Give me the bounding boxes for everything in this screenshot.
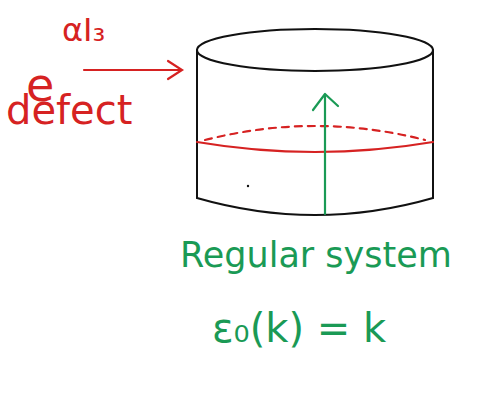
system-label: Regular system bbox=[180, 238, 452, 273]
defect-pointer bbox=[84, 69, 180, 71]
cylinder-top bbox=[197, 29, 433, 71]
exponent: αI₃ bbox=[62, 14, 105, 46]
cylinder-bottom bbox=[197, 198, 433, 215]
arrow-head bbox=[168, 61, 182, 79]
defect-ring-back bbox=[205, 126, 425, 140]
cylinder-side bbox=[432, 50, 434, 198]
defect-label: defect bbox=[6, 90, 132, 130]
energy-formula: ε₀(k) = k bbox=[212, 308, 386, 348]
time-arrow bbox=[324, 96, 326, 214]
cylinder-side bbox=[196, 50, 198, 198]
dot bbox=[247, 185, 249, 187]
arrow-head bbox=[313, 94, 338, 110]
defect-ring-front bbox=[197, 142, 433, 152]
